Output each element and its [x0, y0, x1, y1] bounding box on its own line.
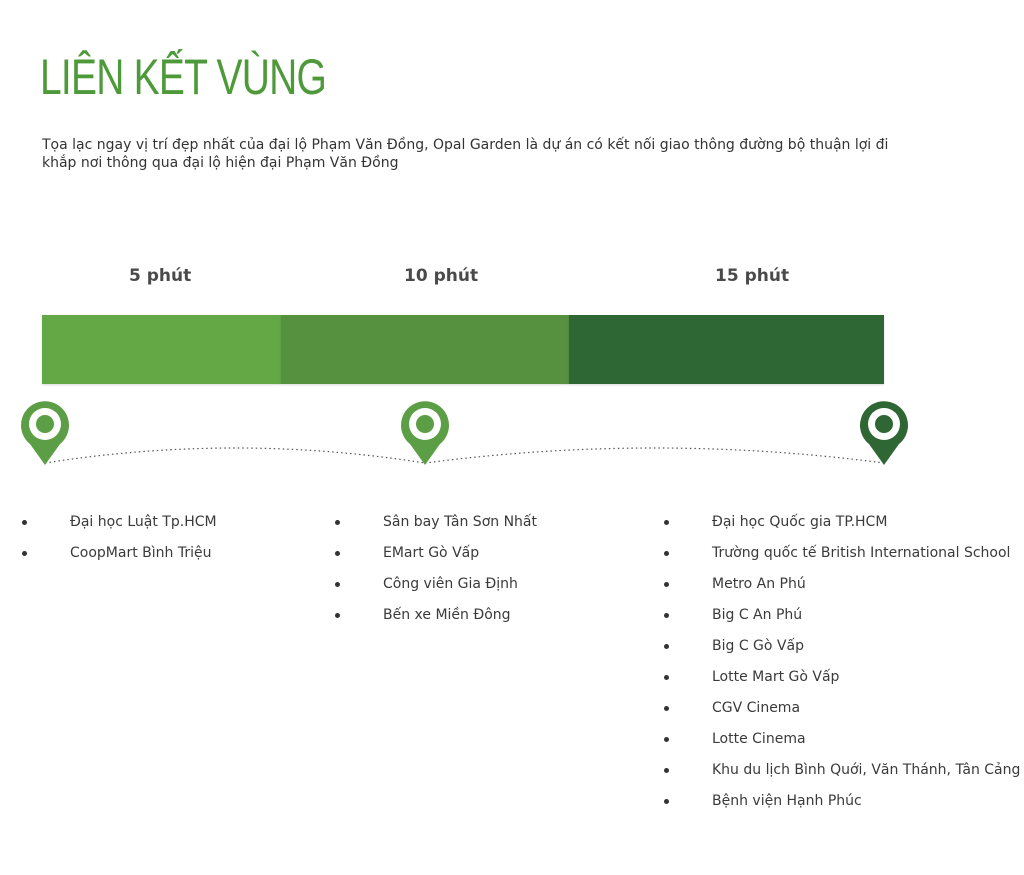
time-bar-15 [569, 315, 884, 384]
bullet-icon [664, 613, 669, 618]
map-pin-icon [860, 401, 909, 465]
segment-label-10: 10 phút [404, 266, 479, 286]
bullet-icon [664, 551, 669, 556]
bullet-icon [664, 706, 669, 711]
map-pin-icon [401, 401, 449, 465]
bullet-icon [664, 799, 669, 804]
list-item-label: EMart Gò Vấp [383, 545, 480, 561]
page-title: LIÊN KẾT VÙNG [40, 49, 327, 105]
list-item-label: Công viên Gia Định [383, 576, 518, 592]
list-item-label: Đại học Quốc gia TP.HCM [712, 514, 888, 530]
list-item-label: Đại học Luật Tp.HCM [70, 514, 217, 530]
segment-label-15: 15 phút [715, 266, 790, 286]
bullet-icon [664, 520, 669, 525]
bullet-icon [335, 613, 340, 618]
bullet-icon [335, 520, 340, 525]
list-item-label: Big C Gò Vấp [712, 638, 804, 654]
list-item-label: Khu du lịch Bình Quới, Văn Thánh, Tân Cả… [712, 762, 1021, 778]
intro-paragraph: Tọa lạc ngay vị trí đẹp nhất của đại lộ … [42, 137, 889, 171]
list-item-label: CoopMart Bình Triệu [70, 545, 212, 561]
time-bar-10 [281, 315, 569, 384]
bullet-icon [664, 737, 669, 742]
list-item-label: Lotte Cinema [712, 731, 806, 747]
list-item-label: Lotte Mart Gò Vấp [712, 669, 840, 685]
list-item-label: Sân bay Tân Sơn Nhất [383, 514, 537, 530]
timeline-route [21, 401, 909, 465]
map-pin-icon [21, 401, 70, 465]
list-item-label: Bệnh viện Hạnh Phúc [712, 793, 862, 809]
route-curve-2 [424, 447, 885, 464]
bullet-icon [664, 644, 669, 649]
time-bar-5 [42, 315, 281, 384]
segment-label-5: 5 phút [129, 266, 192, 286]
list-item-label: Bến xe Miền Đông [383, 607, 511, 623]
list-item-label: Trường quốc tế British International Sch… [712, 545, 1011, 561]
list-item-label: Metro An Phú [712, 576, 806, 592]
bullet-icon [22, 520, 27, 525]
bullet-icon [22, 551, 27, 556]
bullet-icon [664, 582, 669, 587]
bullet-icon [664, 675, 669, 680]
bullet-icon [335, 582, 340, 587]
list-item-label: Big C An Phú [712, 607, 803, 623]
bullet-icon [335, 551, 340, 556]
list-item-label: CGV Cinema [712, 700, 801, 716]
route-curve-1 [44, 447, 426, 464]
bullet-icon [664, 768, 669, 773]
